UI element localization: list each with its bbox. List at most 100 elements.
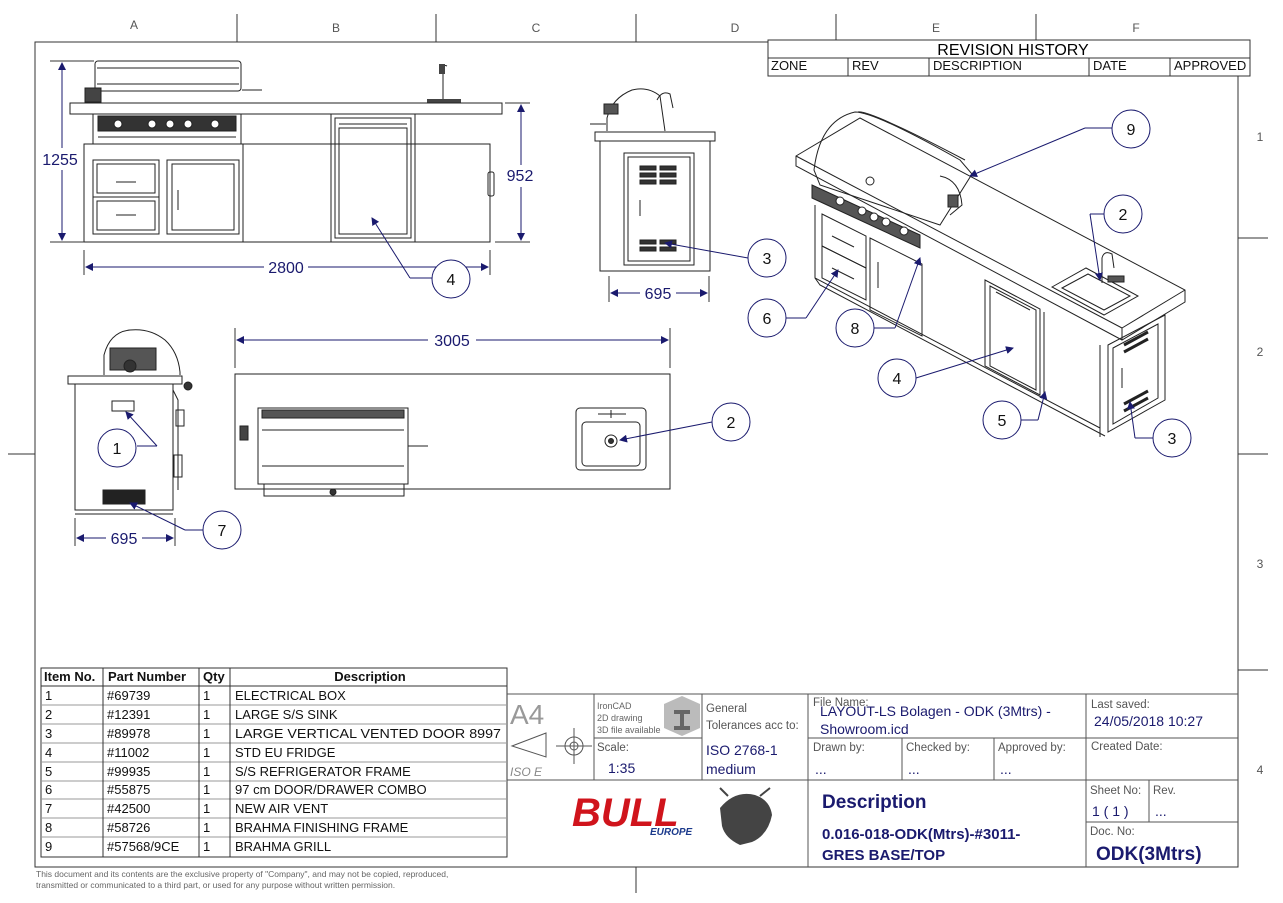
tol-class: medium (706, 761, 756, 777)
created-date-label: Created Date: (1091, 741, 1163, 753)
top-view (234, 373, 671, 497)
tol-acc-label: Tolerances acc to: (706, 720, 799, 732)
balloon-4-front (431, 259, 471, 299)
ironcad-logo-icon (664, 696, 700, 736)
table-row: 9 #57568/9CE 1 BRAHMA GRILL (45, 839, 331, 854)
balloon-label: 2 (1119, 207, 1128, 224)
sheet-no-value: 1 ( 1 ) (1092, 803, 1129, 819)
table-cell: 1 (203, 764, 210, 779)
footer-line: transmitted or communicated to a third p… (36, 880, 395, 890)
grid-col-label: D (731, 21, 740, 35)
balloon-label: 5 (998, 413, 1007, 430)
table-cell: STD EU FRIDGE (235, 745, 336, 760)
table-cell: 1 (203, 707, 210, 722)
balloon-5 (982, 400, 1022, 440)
tol-standard: ISO 2768-1 (706, 742, 778, 758)
front-view (69, 60, 503, 243)
balloon-label: 7 (218, 523, 227, 540)
balloon-6 (747, 298, 787, 338)
table-cell: 4 (45, 745, 52, 760)
table-cell: 97 cm DOOR/DRAWER COMBO (235, 782, 427, 797)
table-cell: 1 (203, 745, 210, 760)
grid-row-label: 1 (1257, 130, 1264, 144)
last-saved-label: Last saved: (1091, 699, 1150, 711)
revision-header: APPROVED (1174, 58, 1246, 73)
leader-lines (125, 127, 1153, 531)
balloon-label: 6 (763, 311, 772, 328)
table-cell: 3 (45, 726, 52, 741)
table-row: 2 #12391 1 LARGE S/S SINK (45, 707, 338, 722)
table-cell: 1 (45, 688, 52, 703)
rev-value: ... (1155, 803, 1167, 819)
table-cell: #89978 (107, 726, 150, 741)
table-cell: S/S REFRIGERATOR FRAME (235, 764, 411, 779)
balloon-label: 9 (1127, 122, 1136, 139)
balloon-7 (202, 510, 242, 550)
scale-value: 1:35 (608, 760, 635, 776)
table-cell: 1 (203, 839, 210, 854)
checked-by-value: ... (908, 761, 920, 777)
balloon-8 (835, 308, 875, 348)
description-label: Description (822, 792, 927, 813)
table-row: 6 #55875 1 97 cm DOOR/DRAWER COMBO (45, 782, 427, 797)
revision-header: REV (852, 58, 879, 73)
general-tol-label: General (706, 703, 747, 715)
scale-label: Scale: (597, 742, 629, 754)
table-cell: BRAHMA GRILL (235, 839, 331, 854)
doc-no-value: ODK(3Mtrs) (1096, 844, 1202, 865)
file-name-label: File Name: (813, 697, 869, 709)
balloon-2-top (711, 402, 751, 442)
file-name-line: Showroom.icd (820, 721, 909, 737)
dim-bg (106, 529, 142, 547)
balloon-4-iso (877, 358, 917, 398)
bull-logo: BULL EUROPE (572, 787, 772, 845)
grid-col-label: E (932, 21, 940, 35)
dim-bg (640, 284, 676, 302)
table-cell: 5 (45, 764, 52, 779)
table-cell: 6 (45, 782, 52, 797)
table-cell: #58726 (107, 820, 150, 835)
dim-front-width: 2800 (268, 260, 304, 277)
file-name-line: LAYOUT-LS Bolagen - ODK (3Mtrs) - (820, 703, 1051, 719)
parts-header: Qty (203, 669, 225, 684)
dim-fridge-height: 952 (507, 168, 534, 185)
description-line: 0.016-018-ODK(Mtrs)-#3011- (822, 826, 1020, 843)
approved-by-label: Approved by: (998, 742, 1066, 754)
left-side-view (67, 329, 193, 515)
sheet-no-label: Sheet No: (1090, 785, 1141, 797)
table-cell: #55875 (107, 782, 150, 797)
revision-history-title: REVISION HISTORY (937, 42, 1089, 59)
isometric-view (795, 111, 1186, 437)
title-block: A4 ISO E IronCAD 2D drawing 3D file avai… (507, 693, 1238, 867)
table-cell: BRAHMA FINISHING FRAME (235, 820, 409, 835)
dim-bg (40, 148, 82, 170)
grid-col-label: B (332, 21, 340, 35)
table-cell: 1 (203, 820, 210, 835)
ironcad-line: 2D drawing (597, 713, 643, 723)
projection-label: ISO E (510, 765, 543, 779)
bull-icon (719, 787, 772, 845)
parts-header: Item No. (44, 669, 95, 684)
checked-by-label: Checked by: (906, 742, 970, 754)
balloon-label: 1 (113, 441, 122, 458)
ironcad-line: IronCAD (597, 701, 632, 711)
table-cell: #57568/9CE (107, 839, 180, 854)
table-row: 1 #69739 1 ELECTRICAL BOX (45, 688, 346, 703)
balloon-3-side (747, 238, 787, 278)
doc-no-label: Doc. No: (1090, 826, 1135, 838)
table-cell: #11002 (107, 745, 149, 760)
balloon-label: 8 (851, 321, 860, 338)
table-cell: NEW AIR VENT (235, 801, 328, 816)
table-row: 8 #58726 1 BRAHMA FINISHING FRAME (45, 820, 409, 835)
dim-left-depth: 695 (111, 531, 138, 548)
balloon-label: 2 (727, 415, 736, 432)
grid-labels: A B C D E F 1 2 3 4 (130, 18, 1264, 777)
table-cell: LARGE VERTICAL VENTED DOOR 8997 (235, 726, 501, 741)
footer-line: This document and its contents are the e… (36, 869, 448, 879)
table-cell: 1 (203, 726, 210, 741)
table-cell: 1 (203, 782, 210, 797)
grid-col-label: C (532, 21, 541, 35)
balloon-9 (1111, 109, 1151, 149)
balloon-3-iso (1152, 418, 1192, 458)
